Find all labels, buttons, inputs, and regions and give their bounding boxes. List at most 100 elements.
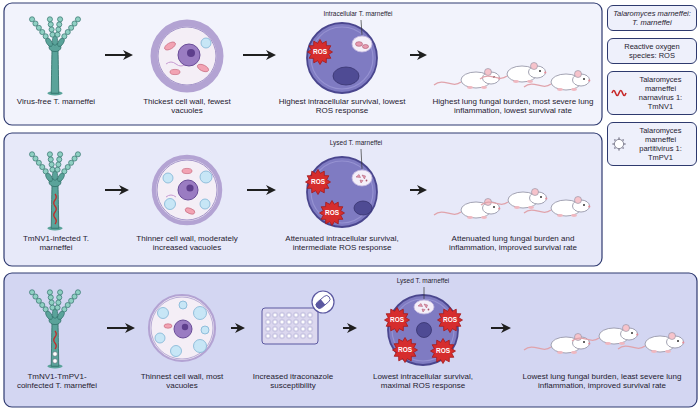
fungal-cell: [154, 157, 220, 223]
strain-stage: TmNV1-TmPV1-coinfected T. marneffei: [10, 285, 104, 390]
macrophage-part: [363, 45, 369, 49]
macrophage-part: [418, 304, 429, 313]
illustration-space: [10, 147, 102, 234]
macrophage-stage: Intracellular T. marneffeiROSHighest int…: [277, 6, 407, 115]
illustration-space: [246, 285, 340, 372]
fungal-cell-part-part: [158, 308, 169, 319]
virus-icon: [611, 86, 627, 100]
fungal-cell-part: [151, 297, 213, 359]
abbreviation-text: Reactive oxygen species: ROS: [612, 42, 692, 60]
fungal-cell-part: [174, 320, 192, 338]
fungal-cell-part-part: [194, 307, 207, 320]
fungal-cell-part: [149, 295, 215, 361]
macrophage-part: [352, 170, 372, 186]
fungal-cell-part: [154, 157, 220, 223]
fungal-cell-part: [182, 168, 192, 173]
ros-label: ROS: [398, 347, 412, 354]
fungal-cell-part: [186, 184, 193, 191]
cell-stage: Thinner cell wall, moderately increased …: [130, 147, 244, 252]
macrophage-part: [417, 323, 432, 338]
fungal-cell-part: [187, 49, 195, 57]
well-plate-part: [265, 312, 314, 340]
narnavirus: [54, 194, 57, 224]
macrophage-part: [306, 170, 331, 195]
mouse: [524, 71, 590, 91]
fungal-cell-part: [166, 195, 176, 197]
fungal-cell-part: [154, 23, 220, 89]
stage-caption: Lowest intracellular survival, maximal R…: [358, 372, 488, 390]
mouse: [481, 189, 547, 209]
partitivirus: [53, 352, 58, 357]
partitivirus-icon: [614, 139, 623, 148]
abbreviation-box: Talaromyces marneffei: T. marneffei: [607, 5, 697, 31]
macrophage: [307, 23, 377, 93]
fungal-cell-part: [201, 38, 211, 48]
illustration-space: [10, 285, 104, 372]
macrophage: [385, 295, 463, 365]
fungal-cell-part: [164, 324, 172, 328]
abbreviation-text: Talaromyces marneffei narnavirus 1: TmNV…: [629, 75, 692, 111]
macrophage-part: [414, 300, 434, 314]
illustration-space: [134, 14, 240, 97]
well-plate-part: [262, 308, 318, 344]
fungal-cell-part-part: [194, 340, 207, 353]
cell-stage: Thickest cell wall, fewest vacuoles: [134, 14, 240, 115]
drug-test-stage: Increased itraconazole susceptibility: [246, 285, 340, 390]
abbreviation-box: Talaromyces marneffei narnavirus 1: TmNV…: [607, 71, 697, 115]
fungal-cell-part-part: [155, 333, 165, 343]
fungal-cell-part-part: [200, 171, 212, 183]
strain-stage: TmNV1-infected T. marneffei: [10, 147, 102, 252]
flow-arrow: [107, 327, 133, 329]
fungal-cell-part: [155, 301, 209, 357]
fungal-cell-part-part: [201, 326, 209, 334]
macrophage-part: [393, 338, 418, 363]
partitivirus: [53, 359, 58, 364]
macrophage-part: [438, 308, 463, 333]
abbreviation-text: Talaromyces marneffei: T. marneffei: [612, 9, 692, 27]
leader-line: [424, 287, 425, 299]
well-plate-part: [312, 291, 334, 313]
mouse: [572, 325, 638, 345]
fungal-cell-part: [158, 27, 216, 85]
abbreviation-box: Talaromyces marneffei partitivirus 1: Tm…: [607, 122, 697, 166]
stage-caption: Thinner cell wall, moderately increased …: [130, 234, 244, 252]
fungal-cell-part: [157, 160, 217, 220]
flow-arrow: [410, 189, 425, 191]
well-plate: [262, 291, 334, 344]
macrophage-part: [308, 40, 333, 65]
illustration-space: [428, 14, 598, 97]
flow-arrow: [243, 54, 274, 56]
mouse: [618, 333, 684, 353]
stage-caption: Attenuated intracellular survival, inter…: [277, 234, 407, 252]
stage-caption: TmNV1-infected T. marneffei: [10, 234, 102, 252]
virus-spike: [612, 143, 614, 145]
virus-spike: [624, 143, 626, 145]
mouse: [524, 334, 590, 354]
callout-label: Lysed T. marneffei: [330, 140, 383, 147]
macrophage-part: [307, 23, 377, 93]
fungal-cell-part-part: [165, 199, 176, 210]
narnavirus: [54, 331, 57, 349]
illustration-space: [428, 147, 598, 234]
macrophage: [306, 157, 378, 227]
macrophage-part: [385, 308, 410, 333]
macrophage-stage: Lysed T. marneffeiROSROSAttenuated intra…: [277, 137, 407, 252]
cell-stage: Thinnest cell wall, most vacuoles: [136, 285, 228, 390]
illustration-space: [10, 14, 102, 97]
illustration-space: [277, 6, 407, 97]
flow-arrow: [105, 54, 131, 56]
illustration-space: [130, 147, 244, 234]
stage-caption: Virus-free T. marneffei: [10, 97, 102, 106]
stage-caption: Thickest cell wall, fewest vacuoles: [134, 97, 240, 115]
conidiophore: [30, 17, 81, 96]
illustration-space: [512, 285, 692, 372]
fungal-cell: [149, 295, 215, 361]
macrophage-part: [431, 339, 456, 364]
panel: [4, 133, 602, 266]
mouse-stage: Attenuated lung fungal burden and inflam…: [428, 147, 598, 252]
fungal-cell-part: [178, 180, 198, 200]
macrophage-part: [354, 201, 372, 215]
